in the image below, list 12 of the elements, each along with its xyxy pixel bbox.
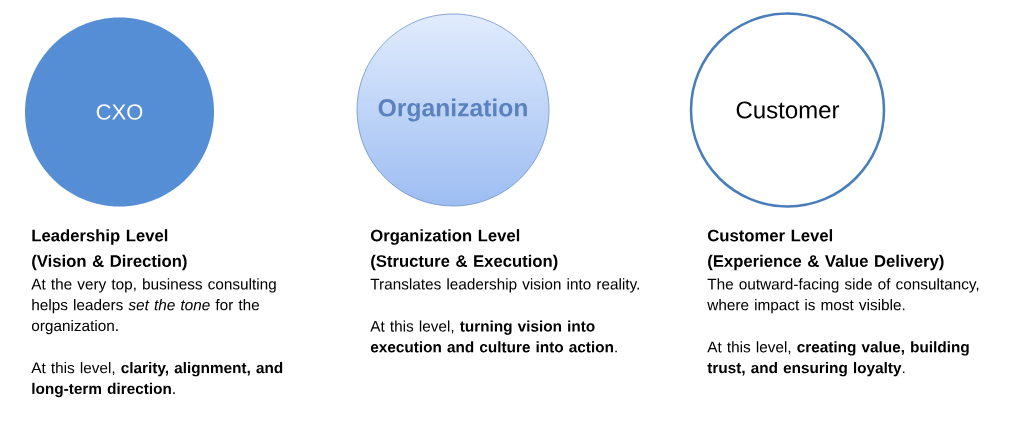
description-text: At this level, creating value, building trust, and ensuring loyalty. [707, 341, 969, 377]
description-text: At this level, turning vision into execution and culture into action. [370, 320, 617, 353]
description-text: At the very top, business consulting helps leaders set the tone for the organization. [31, 278, 276, 335]
level-heading: Customer Level [707, 229, 833, 242]
description-text: Translates leadership vision into reality. [370, 278, 639, 293]
level-subheading: (Experience & Value Delivery) [708, 254, 944, 271]
description-text: At this level, clarity, alignment, and long-term direction. [31, 362, 283, 398]
level-heading: Leadership Level [32, 229, 168, 245]
level-heading: Organization Level [370, 229, 520, 245]
level-subheading: (Structure & Execution) [371, 254, 558, 271]
description-text: The outward-facing side of consultancy, where impact is most visible. [707, 278, 979, 314]
level-subheading: (Vision & Direction) [32, 254, 187, 271]
